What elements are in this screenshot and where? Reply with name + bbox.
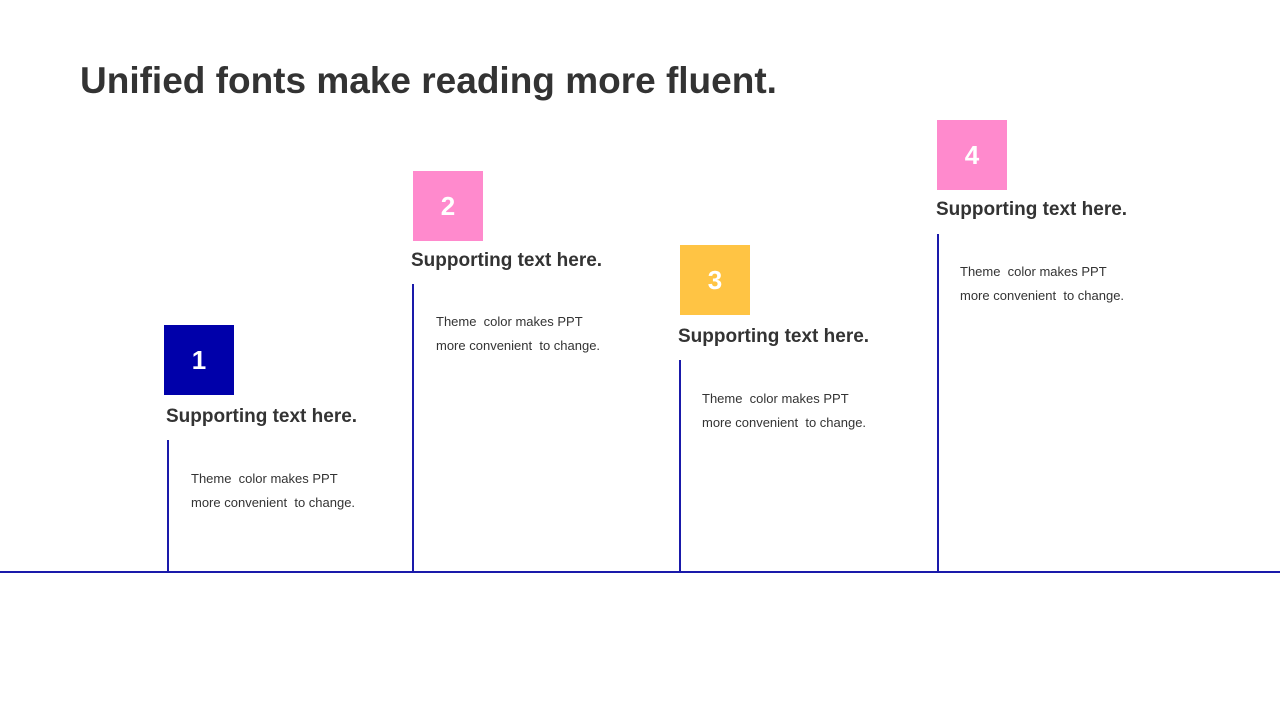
step-4-body: Theme color makes PPT more convenient to … [960,260,1124,308]
step-2-connector-line [412,284,414,572]
step-2-number-box: 2 [413,171,483,241]
step-1-number-box: 1 [164,325,234,395]
step-1-body-line2: more convenient to change. [191,495,356,510]
slide-title: Unified fonts make reading more fluent. [80,60,777,101]
step-4-body-line1: Theme color makes PPT [960,264,1107,279]
step-1-body-line1: Theme color makes PPT [191,471,338,486]
step-2-body-line1: Theme color makes PPT [436,314,583,329]
step-1-body: Theme color makes PPT more convenient to … [191,467,355,515]
step-3-connector-line [679,360,681,572]
step-3-body-line1: Theme color makes PPT [702,391,849,406]
timeline-baseline [0,571,1280,573]
step-4-body-line2: more convenient to change. [960,288,1125,303]
step-3-body-line2: more convenient to change. [702,415,867,430]
step-2-heading: Supporting text here. [411,250,603,271]
step-1-connector-line [167,440,169,572]
step-1-heading: Supporting text here. [166,406,358,427]
step-3-heading: Supporting text here. [678,326,870,347]
step-4-heading: Supporting text here. [936,199,1128,220]
step-2-body: Theme color makes PPT more convenient to … [436,310,600,358]
step-2-body-line2: more convenient to change. [436,338,601,353]
step-3-body: Theme color makes PPT more convenient to … [702,387,866,435]
step-4-connector-line [937,234,939,572]
step-3-number-box: 3 [680,245,750,315]
step-4-number-box: 4 [937,120,1007,190]
